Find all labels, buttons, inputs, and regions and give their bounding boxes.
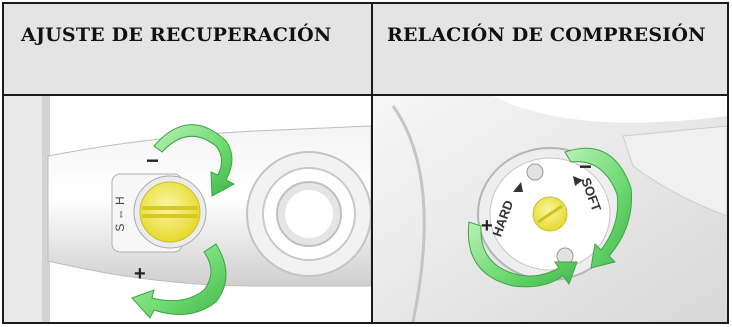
rotate-minus-arrow	[153, 124, 236, 197]
rotate-plus-arrow	[131, 243, 227, 319]
column-divider	[371, 4, 373, 322]
adjuster-knob	[139, 181, 201, 243]
rotate-minus-arrow	[564, 147, 633, 269]
minus-sign: −	[579, 154, 592, 179]
scale-label: S ⇔ H	[113, 196, 127, 231]
header-compression-ratio: RELACIÓN DE COMPRESIÓN	[373, 4, 727, 94]
plus-sign: +	[481, 215, 493, 237]
plus-sign: +	[134, 263, 146, 285]
rebound-adjuster-illustration: S ⇔ H − +	[4, 96, 371, 322]
adjustment-table: AJUSTE DE RECUPERACIÓN RELACIÓN DE COMPR…	[2, 2, 729, 324]
rotate-plus-arrow	[467, 221, 578, 288]
rebound-adjuster-drawing: S ⇔ H − +	[4, 96, 371, 322]
flange	[4, 96, 44, 322]
compression-adjuster-illustration: HARD SOFT − +	[373, 96, 727, 322]
row-divider	[4, 94, 727, 96]
minus-sign: −	[146, 148, 159, 173]
header-rebound-adjustment: AJUSTE DE RECUPERACIÓN	[4, 4, 371, 94]
compression-adjuster-drawing: HARD SOFT − +	[373, 96, 727, 322]
